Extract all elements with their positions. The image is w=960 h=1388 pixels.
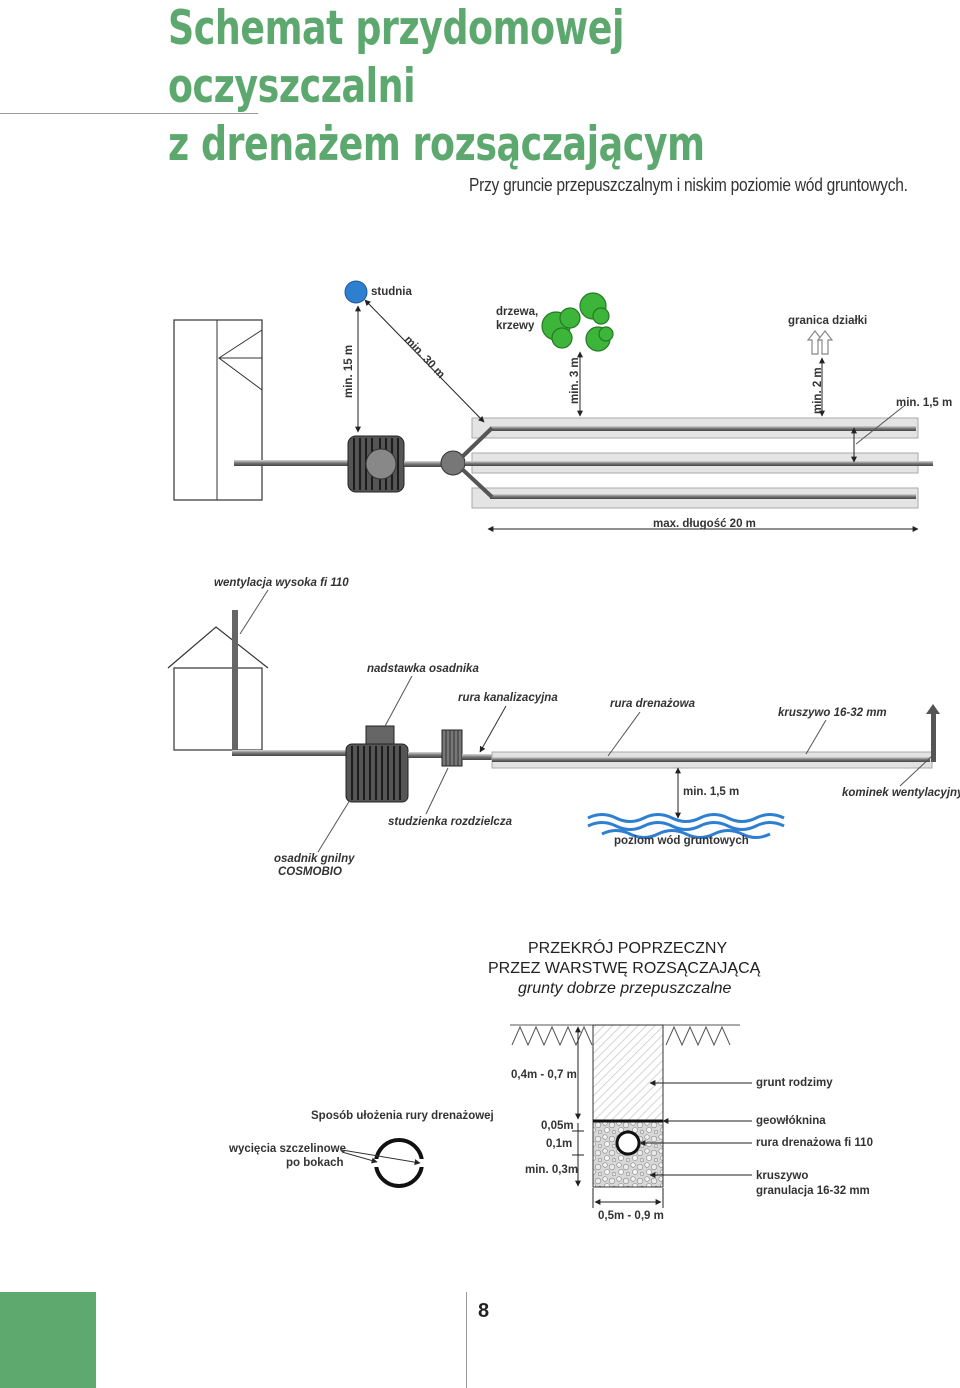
native-soil-label: grunt rodzimy: [756, 1077, 833, 1089]
tank-label-1: osadnik gnilny: [274, 853, 355, 865]
tank-leader: [317, 799, 351, 853]
groundwater-waves: [587, 813, 785, 839]
dim-groundwater-label: min. 1,5 m: [683, 786, 739, 798]
drain-field-plan: [460, 417, 933, 509]
distribution-box-section: [441, 729, 463, 767]
cross-title-1: PRZEKRÓJ POPRZECZNY: [528, 938, 727, 957]
well-icon: [344, 280, 368, 304]
aggregate-cross-label-2: granulacja 16-32 mm: [756, 1185, 870, 1197]
dim-30m-label: min. 30 m: [402, 334, 447, 381]
slots-label-1: wycięcia szczelinowe: [228, 1143, 346, 1155]
dim-min03-label: min. 0,3m: [525, 1164, 578, 1176]
backfill-layer: [592, 1024, 664, 1122]
riser-label: nadstawka osadnika: [367, 663, 479, 675]
drain-pipe-section: [492, 757, 930, 762]
aggregate-label: kruszywo 16-32 mm: [778, 707, 887, 719]
riser-leader: [383, 675, 413, 729]
title-line-1: Schemat przydomowej oczyszczalni: [168, 1, 625, 114]
slots-leader-2: [341, 1151, 378, 1164]
dim-01-label: 0,1m: [546, 1138, 572, 1150]
sewer-pipe-label: rura kanalizacyjna: [458, 692, 558, 704]
dim-30m-line: [364, 299, 485, 423]
boundary-label: granica działki: [788, 315, 867, 327]
cross-title-3: grunty dobrze przepuszczalne: [518, 980, 732, 997]
vent-stack: [232, 610, 238, 756]
title-line-2: z drenażem rozsączającym: [168, 117, 705, 172]
trees-label-1: drzewa,: [496, 306, 538, 318]
vent-chimney-cap: [926, 704, 940, 714]
well-label: studnia: [371, 286, 412, 298]
dim-3m-label: min. 3 m: [569, 357, 581, 404]
footer-divider: [466, 1292, 467, 1388]
house-sewer-pipe: [232, 750, 348, 756]
drain-label: rura drenażowa fi 110: [756, 1137, 873, 1149]
aggregate-leader: [805, 719, 827, 755]
slots-label-2: po bokach: [286, 1157, 344, 1169]
dim-width-label: 0,5m - 0,9 m: [598, 1210, 664, 1222]
drain-pipe-label: rura drenażowa: [610, 698, 696, 710]
septic-tank-plan: [347, 435, 405, 493]
inlet-pipe: [234, 460, 354, 466]
pipe-method-title: Sposób ułożenia rury drenażowej: [311, 1110, 494, 1122]
dim-005-label: 0,05m: [541, 1120, 574, 1132]
box-outlet-pipe: [462, 754, 494, 760]
dim-maxlen-label: max. długość 20 m: [653, 518, 756, 530]
dim-15m-label: min. 15 m: [343, 345, 355, 398]
slot-left: [374, 1159, 381, 1167]
title-divider: [0, 113, 258, 114]
aggregate-cross-label-1: kruszywo: [756, 1170, 808, 1182]
septic-tank-section: [345, 725, 409, 803]
distribution-box-plan: [440, 450, 466, 476]
sewer-pipe-leader: [479, 705, 507, 753]
page-title: Schemat przydomowej oczyszczalni z drena…: [168, 0, 849, 174]
vent-label: wentylacja wysoka fi 110: [214, 577, 349, 589]
tank-label-2: COSMOBIO: [278, 866, 342, 878]
dim-15m-spacing-label: min. 1,5 m: [896, 397, 952, 409]
distribution-box-leader: [425, 767, 449, 815]
tank-outlet-pipe: [404, 461, 442, 467]
boundary-arrows-icon: [806, 330, 834, 355]
groundwater-label: poziom wód gruntowych: [614, 835, 749, 847]
trees-icon: [541, 292, 614, 352]
house-plan: [173, 319, 263, 501]
pipe-detail-circle: [374, 1138, 424, 1188]
dim-2m-label: min. 2 m: [812, 367, 824, 414]
tank-to-box-pipe: [408, 752, 442, 758]
geotextile-label: geowłóknina: [756, 1115, 826, 1127]
slots-leader: [341, 1149, 421, 1166]
dim-depth-label: 0,4m - 0,7 m: [511, 1069, 577, 1081]
dim-15m-spacing-leader: [855, 405, 905, 445]
footer-green-block: [0, 1292, 96, 1388]
vent-chimney: [931, 712, 936, 762]
cross-title-2: PRZEZ WARSTWĘ ROZSĄCZAJĄCĄ: [488, 960, 761, 977]
drain-pipe-circle: [615, 1130, 641, 1156]
trees-label-2: krzewy: [496, 320, 535, 332]
vent-chimney-leader: [899, 755, 933, 787]
vent-chimney-label: kominek wentylacyjny: [842, 787, 960, 799]
house-section: [167, 626, 269, 751]
page-number: 8: [478, 1300, 490, 1322]
page-subtitle: Przy gruncie przepuszczalnym i niskim po…: [469, 174, 908, 195]
distribution-box-label: studzienka rozdzielcza: [388, 816, 513, 828]
drain-pipe-leader: [607, 711, 641, 757]
vent-leader: [239, 589, 269, 635]
